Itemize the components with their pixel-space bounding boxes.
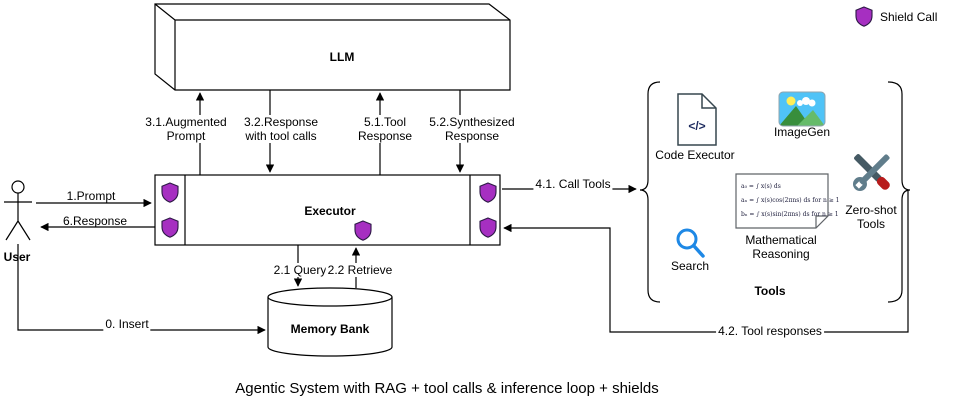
edge-label-tool-responses: 4.2. Tool responses (716, 324, 824, 338)
math-reasoning-icon: a₀ = ∫ x(s) ds aₙ = ∫ x(s)cos(2πns) ds f… (735, 173, 840, 229)
edge-label-tool-response: 5.1.Tool Response (355, 115, 415, 143)
edge-label-retrieve: 2.2 Retrieve (325, 263, 395, 277)
search-label: Search (670, 259, 710, 273)
edge-label-prompt: 1.Prompt (66, 189, 116, 203)
legend-label: Shield Call (880, 10, 938, 24)
shield-icon (479, 217, 497, 238)
tools-bracket-right (887, 81, 911, 303)
code-glyph: </> (688, 119, 705, 133)
math-formula-line: aₙ = ∫ x(s)cos(2πns) ds for n ≥ 1 (741, 197, 840, 204)
edge-label-synthesized-response: 5.2.Synthesized Response (427, 115, 517, 143)
shield-icon (161, 182, 179, 203)
math-reasoning-label: Mathematical Reasoning (745, 233, 817, 261)
llm-box (154, 3, 511, 91)
legend-shield-icon (855, 6, 873, 27)
user-label: User (3, 250, 31, 264)
llm-label: LLM (329, 50, 355, 64)
imagegen-icon (778, 91, 826, 127)
arrow-insert (17, 244, 266, 335)
edge-label-insert: 0. Insert (103, 317, 151, 331)
edge-label-augmented-prompt: 3.1.Augmented Prompt (143, 115, 229, 143)
executor-box (154, 174, 501, 246)
memory-bank-cylinder (267, 287, 393, 357)
edge-label-response-tool-calls: 3.2.Response with tool calls (241, 115, 321, 143)
shield-icon (479, 182, 497, 203)
zero-shot-tools-label: Zero-shot Tools (845, 203, 897, 231)
diagram-title: Agentic System with RAG + tool calls & i… (235, 380, 659, 397)
edge-label-response: 6.Response (62, 214, 128, 228)
code-executor-label: Code Executor (655, 148, 735, 162)
arrow-tool-responses (503, 190, 909, 333)
zero-shot-tools-icon (852, 154, 890, 192)
executor-label: Executor (304, 204, 356, 218)
edge-label-call-tools: 4.1. Call Tools (533, 177, 613, 191)
shield-icon (161, 217, 179, 238)
edge-label-query: 2.1 Query (271, 263, 329, 277)
shield-icon (354, 220, 372, 241)
math-formula-line: bₙ = ∫ x(s)sin(2πns) ds for n ≥ 1 (741, 211, 839, 218)
tools-bracket-left (639, 81, 661, 303)
search-icon (676, 228, 705, 258)
memory-bank-label: Memory Bank (290, 322, 370, 336)
tools-group-label: Tools (754, 284, 786, 298)
math-formula-line: a₀ = ∫ x(s) ds (741, 183, 781, 190)
code-executor-icon: </> (677, 93, 717, 146)
imagegen-label: ImageGen (773, 125, 831, 139)
user-actor (4, 180, 32, 241)
